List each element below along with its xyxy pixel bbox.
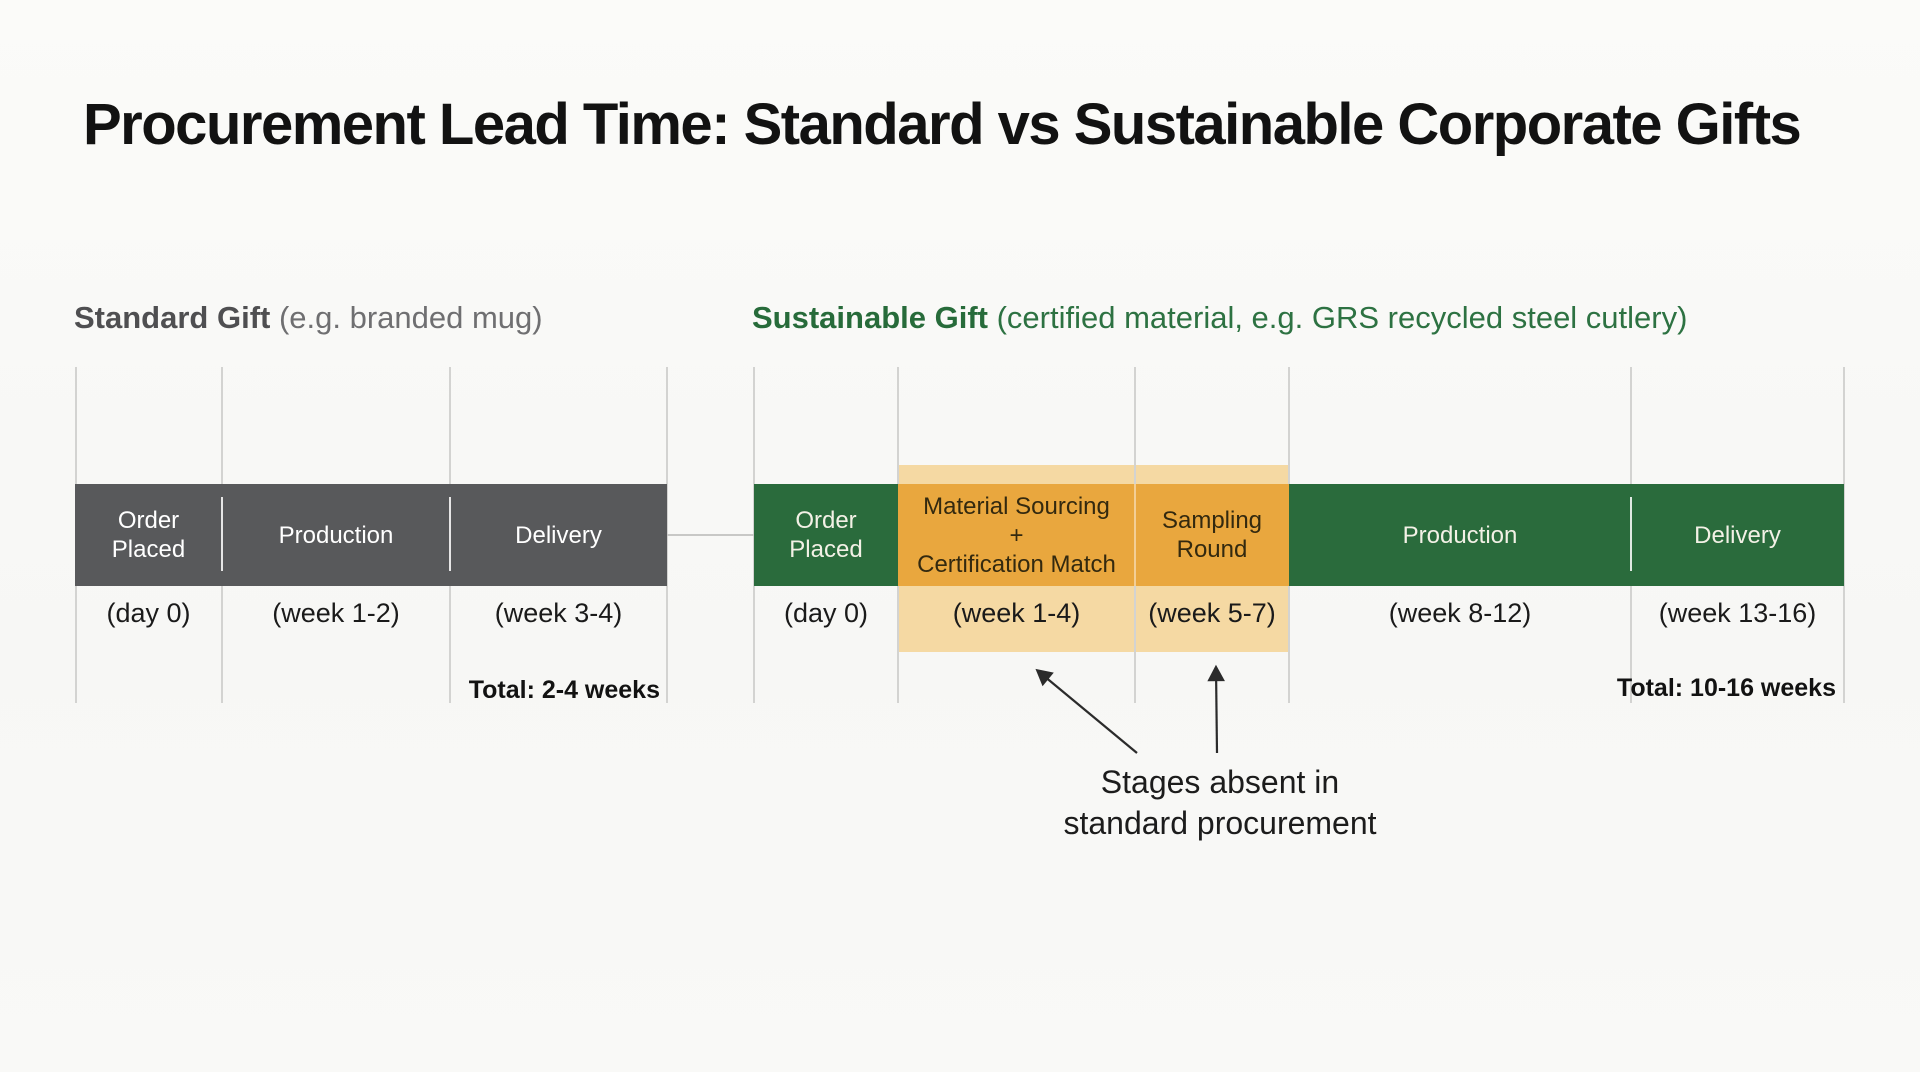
standard-total-label: Total: 2-4 weeks (468, 676, 660, 704)
sustainable-timeline-subtitle: (certified material, e.g. GRS recycled s… (987, 300, 1688, 335)
arrow-to-material-sourcing (1035, 668, 1138, 754)
stage-segment-delivery: Delivery (1631, 484, 1844, 586)
stage-label: Delivery (515, 521, 602, 549)
stage-label: Production (1402, 521, 1518, 549)
stage-time-label: (day 0) (106, 598, 191, 628)
timeline-connector-line (667, 534, 754, 536)
page-title: Procurement Lead Time: Standard vs Susta… (83, 91, 1802, 157)
stage-label: Order (117, 507, 180, 534)
stage-label: Delivery (1694, 521, 1781, 549)
sustainable-timeline-bar: Order Placed Material Sourcing + Certifi… (754, 484, 1844, 586)
stage-label: Placed (111, 536, 186, 563)
sustainable-timeline-header: Sustainable Gift (certified material, e.… (752, 300, 1687, 336)
stage-time-label: (week 3-4) (494, 598, 623, 628)
gridline (1843, 367, 1845, 703)
stage-time-label: (week 1-4) (952, 598, 1081, 628)
stage-time-label: (week 8-12) (1388, 598, 1532, 628)
stage-segment-delivery: Delivery (450, 484, 667, 586)
sustainable-total-label: Total: 10-16 weeks (1616, 674, 1836, 702)
standard-timeline-title: Standard Gift (74, 300, 271, 335)
absent-stages-annotation: Stages absent in standard procurement (940, 762, 1500, 844)
stage-label: Order (795, 507, 857, 534)
stage-time-label: (week 5-7) (1148, 598, 1276, 628)
stage-label: Production (278, 521, 394, 549)
stage-segment-production: Production (222, 484, 450, 586)
stage-segment-order-placed: Order Placed (754, 484, 898, 586)
stage-time-label: (week 13-16) (1658, 598, 1817, 628)
annotation-line: standard procurement (1063, 805, 1377, 841)
stage-time-label: (day 0) (783, 598, 869, 628)
stage-label: + (1009, 521, 1024, 549)
annotation-arrows (1035, 664, 1225, 754)
stage-label: Round (1176, 536, 1248, 563)
sustainable-timeline-title: Sustainable Gift (752, 300, 988, 335)
standard-timeline-bar: Order Placed Production Delivery (75, 484, 667, 586)
segment-divider (449, 497, 451, 571)
stage-segment-sampling-round: Sampling Round (1135, 484, 1289, 586)
standard-timeline-header: Standard Gift (e.g. branded mug) (74, 300, 543, 336)
stage-label: Material Sourcing (923, 492, 1110, 520)
arrow-to-sampling-round (1207, 664, 1225, 754)
stage-label: Sampling (1161, 507, 1263, 534)
stage-label: Placed (789, 536, 863, 563)
stage-time-label: (week 1-2) (272, 598, 400, 628)
stage-segment-order-placed: Order Placed (75, 484, 222, 586)
stage-label: Certification Match (917, 550, 1116, 578)
segment-divider (1630, 497, 1632, 571)
segment-divider (221, 497, 223, 571)
standard-timeline-subtitle: (e.g. branded mug) (270, 300, 543, 335)
annotation-line: Stages absent in (1100, 764, 1340, 800)
segment-divider (1134, 484, 1136, 586)
stage-segment-material-sourcing: Material Sourcing + Certification Match (898, 484, 1135, 586)
stage-segment-production: Production (1289, 484, 1631, 586)
